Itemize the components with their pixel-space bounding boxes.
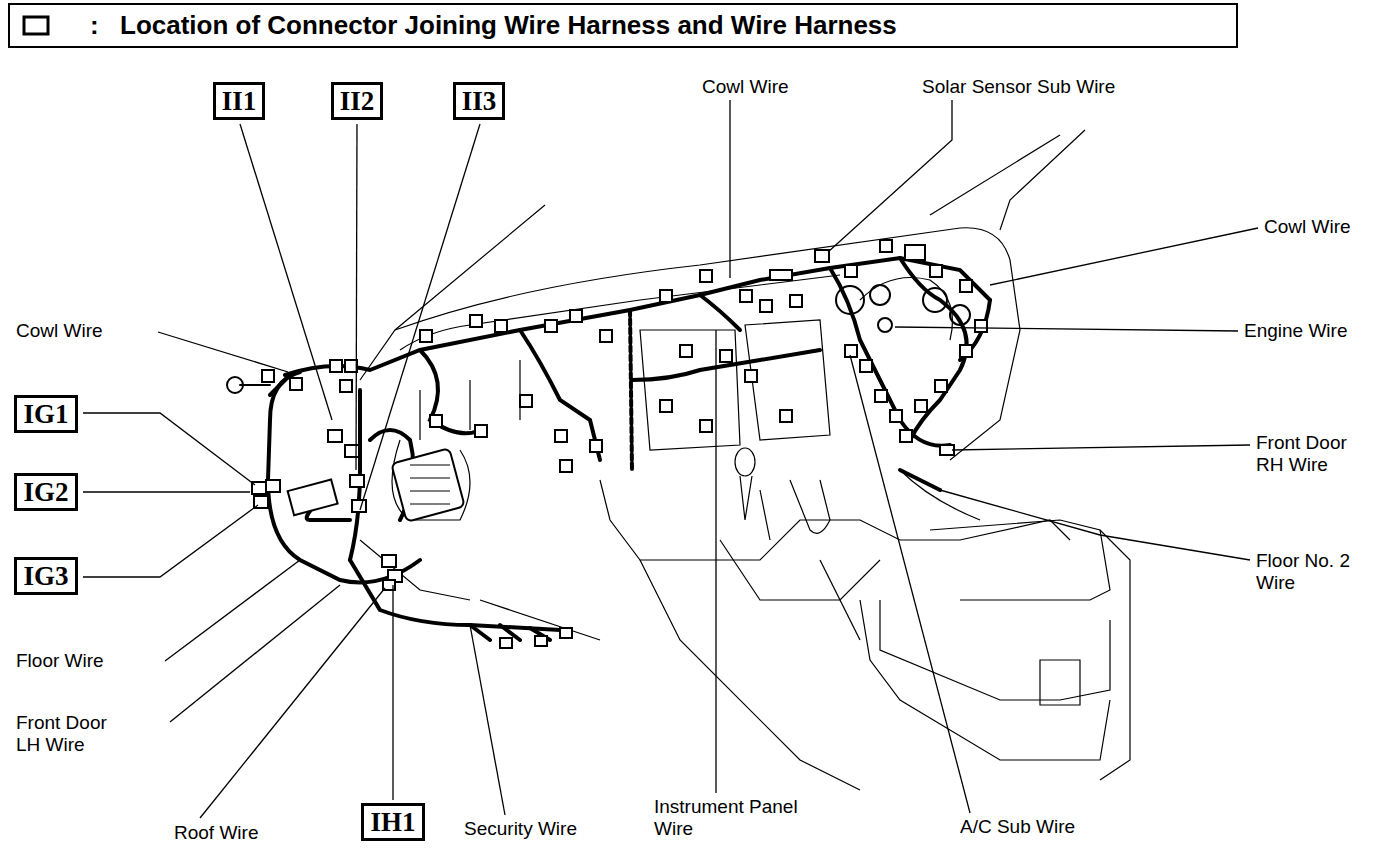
title-colon: : — [90, 10, 99, 40]
connector-code-box: IG2 — [14, 473, 77, 511]
gauge-cluster — [836, 285, 970, 325]
connector-code: IG1 — [23, 399, 68, 429]
connector-code-box: IG3 — [14, 557, 77, 595]
connector-code: IG3 — [23, 561, 68, 591]
wire-name: Security Wire — [462, 818, 579, 840]
connector-code-box: IH1 — [361, 803, 424, 841]
connector-code-box: II3 — [453, 82, 506, 120]
connector — [252, 240, 987, 648]
wire-name: Floor Wire — [14, 650, 106, 672]
wire-harness — [240, 258, 990, 640]
connector-code-box: IG1 — [14, 395, 77, 433]
grommet — [878, 318, 892, 332]
connector-code-box: II1 — [213, 82, 266, 120]
wire-name: Front Door LH Wire — [14, 712, 138, 756]
wire-name: Floor No. 2 Wire — [1254, 550, 1378, 594]
wire-name: A/C Sub Wire — [958, 816, 1077, 838]
wire-name: Roof Wire — [172, 822, 260, 844]
wire-name: Front Door RH Wire — [1254, 432, 1378, 476]
leader-line — [83, 100, 1258, 818]
wire-name: Solar Sensor Sub Wire — [920, 76, 1117, 98]
connector-code: IH1 — [370, 807, 415, 837]
wire-name: Cowl Wire — [700, 76, 791, 98]
connector-code-box: II2 — [331, 82, 384, 120]
title-frame — [9, 4, 1237, 47]
square-symbol — [24, 17, 48, 34]
connector-code: II3 — [462, 86, 497, 116]
dashboard-outline — [360, 130, 1130, 790]
wire-name: Instrument Panel Wire — [652, 796, 816, 840]
connector-code: II2 — [340, 86, 375, 116]
grommet — [227, 377, 243, 393]
wire-name: Engine Wire — [1242, 320, 1350, 342]
diagram-title: Location of Connector Joining Wire Harne… — [120, 10, 897, 40]
wire-name: Cowl Wire — [1262, 216, 1353, 238]
connector-code: IG2 — [23, 477, 68, 507]
wire-name: Cowl Wire — [14, 320, 105, 342]
connector-code: II1 — [222, 86, 257, 116]
